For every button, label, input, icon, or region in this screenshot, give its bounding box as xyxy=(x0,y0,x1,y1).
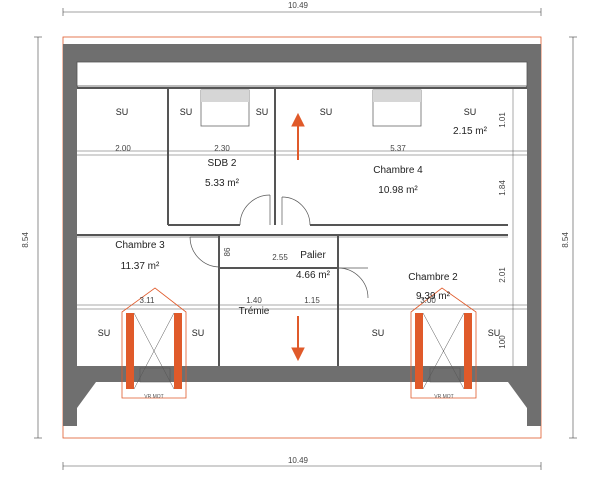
dim-2-30: 2.30 xyxy=(214,144,230,153)
su-label-3: SU xyxy=(256,107,269,117)
roof-strip xyxy=(76,61,528,87)
su-label-1: SU xyxy=(116,107,129,117)
stair-arrows xyxy=(291,112,305,362)
vr-mot-right: VR MOT xyxy=(434,394,453,400)
dimension-lines xyxy=(34,8,577,470)
chambre4-area: 10.98 m² xyxy=(378,185,418,196)
su-label-7: SU xyxy=(192,328,205,338)
doors xyxy=(189,194,369,299)
chambre2-area: 9.39 m² xyxy=(416,291,451,302)
dim-1-00: 100 xyxy=(498,335,507,349)
dim-1-01: 1.01 xyxy=(498,112,507,128)
chambre4-name: Chambre 4 xyxy=(373,165,423,176)
palier-name: Palier xyxy=(300,250,326,261)
dormer-window-right xyxy=(410,287,477,399)
skylights xyxy=(200,89,422,127)
su-label-5: SU xyxy=(464,107,477,117)
tremie-name: Trémie xyxy=(239,306,270,317)
su-label-9: SU xyxy=(488,328,501,338)
dim-3-00: 3.00 xyxy=(420,296,436,305)
palier-area: 4.66 m² xyxy=(296,270,331,281)
dim-left-height: 8.54 xyxy=(21,232,30,248)
dim-5-37: 5.37 xyxy=(390,144,406,153)
section-lines xyxy=(77,150,527,310)
sdb2-name: SDB 2 xyxy=(208,158,237,169)
dim-2-00: 2.00 xyxy=(115,144,131,153)
dim-0-86: 86 xyxy=(223,247,232,256)
dim-1-40: 1.40 xyxy=(246,296,262,305)
su-label-8: SU xyxy=(372,328,385,338)
chambre3-area: 11.37 m² xyxy=(121,261,160,272)
interior-walls xyxy=(77,87,527,366)
su-label-2: SU xyxy=(180,107,193,117)
dim-2-55: 2.55 xyxy=(272,253,288,262)
dim-1-15: 1.15 xyxy=(304,296,320,305)
su-area-label: 2.15 m² xyxy=(453,126,488,137)
su-label-4: SU xyxy=(320,107,333,117)
dim-2-01: 2.01 xyxy=(498,267,507,283)
su-label-6: SU xyxy=(98,328,111,338)
vr-mot-left: VR MOT xyxy=(144,394,163,400)
dormer-window-left xyxy=(121,287,187,399)
dim-right-height: 8.54 xyxy=(561,232,570,248)
dim-1-84: 1.84 xyxy=(498,180,507,196)
chambre3-name: Chambre 3 xyxy=(115,240,165,251)
dim-3-11: 3.11 xyxy=(140,296,156,305)
dim-top-width: 10.49 xyxy=(288,1,309,10)
sdb2-area: 5.33 m² xyxy=(205,178,240,189)
chambre2-name: Chambre 2 xyxy=(408,272,458,283)
dim-bottom-width: 10.49 xyxy=(288,456,309,465)
